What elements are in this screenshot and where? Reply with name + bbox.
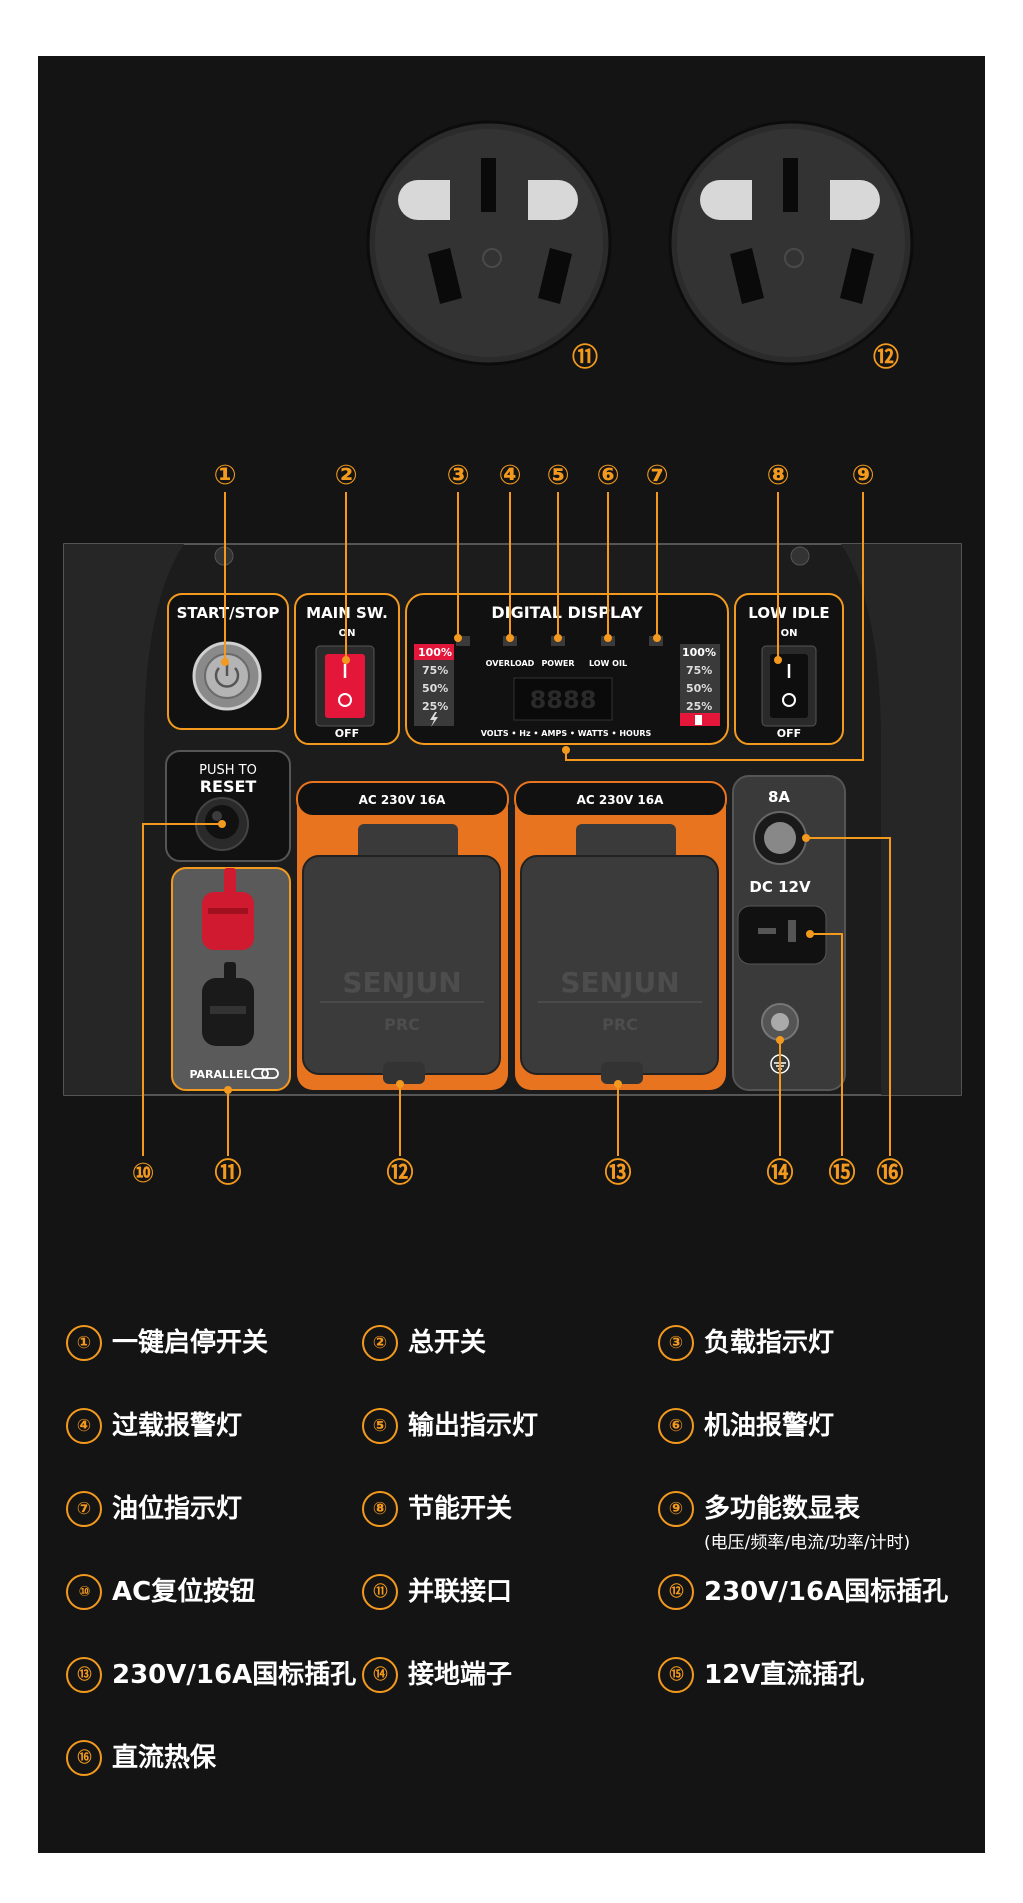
ac-socket-2-label: AC 230V 16A	[577, 793, 664, 807]
callout-top-11: ⑪	[572, 342, 598, 373]
push-to-label: PUSH TO	[199, 763, 257, 778]
callout-3: ③	[447, 460, 470, 491]
callout-4: ④	[499, 460, 522, 491]
svg-text:100%: 100%	[682, 646, 716, 659]
overload-label: OVERLOAD	[486, 659, 535, 668]
svg-text:50%: 50%	[422, 682, 448, 695]
low-idle-off: OFF	[777, 727, 801, 740]
low-idle-switch[interactable]	[761, 645, 817, 727]
svg-text:75%: 75%	[686, 664, 712, 677]
svg-text:50%: 50%	[686, 682, 712, 695]
start-stop-button[interactable]	[192, 641, 262, 711]
low-idle-label: LOW IDLE	[748, 604, 829, 622]
callout-6: ⑥	[597, 460, 620, 491]
power-label: POWER	[541, 659, 574, 668]
top-socket-2	[668, 120, 914, 366]
display-units: VOLTS • Hz • AMPS • WATTS • HOURS	[481, 729, 652, 738]
ground-terminal[interactable]	[761, 1003, 799, 1041]
start-stop-label: START/STOP	[177, 604, 280, 622]
cover-sub: PRC	[384, 1015, 420, 1034]
callout-2: ②	[335, 460, 358, 491]
fuel-pump-icon	[695, 715, 702, 725]
callout-top-12: ⑫	[873, 342, 899, 373]
leader-dots	[218, 634, 814, 1094]
callout-5: ⑤	[547, 460, 570, 491]
dc-label: DC 12V	[749, 878, 811, 896]
digital-display-label: DIGITAL DISPLAY	[491, 603, 643, 622]
reset-label: RESET	[200, 777, 257, 796]
svg-text:SENJUN: SENJUN	[560, 966, 679, 999]
callout-11: ⑪	[215, 1157, 242, 1189]
main-switch-off: OFF	[335, 727, 359, 740]
callout-leaders	[142, 492, 891, 1156]
fuel-level-indicator: 100% 75% 50% 25%	[680, 644, 720, 726]
callout-7: ⑦	[646, 460, 669, 491]
callout-9: ⑨	[852, 460, 875, 491]
ac-socket-1-label: AC 230V 16A	[359, 793, 446, 807]
parallel-label: PARALLEL	[189, 1068, 250, 1081]
low-oil-label: LOW OIL	[589, 659, 627, 668]
generator-panel-diagram: ⑪ ⑫ ① ② ③ ④ ⑤ ⑥ ⑦ ⑧ ⑨ START/STOP MAIN SW…	[63, 120, 962, 1189]
svg-text:25%: 25%	[686, 700, 712, 713]
breaker-label: 8A	[768, 788, 790, 806]
svg-text:75%: 75%	[422, 664, 448, 677]
load-led	[456, 636, 470, 646]
link-icon	[251, 1068, 279, 1079]
svg-text:PRC: PRC	[602, 1015, 638, 1034]
callout-1: ①	[214, 460, 237, 491]
callout-16: ⑯	[877, 1157, 904, 1189]
ac-socket-2-cover[interactable]: SENJUN PRC	[520, 824, 719, 1084]
load-level-indicator: 100% 75% 50% 25%	[414, 644, 454, 727]
callout-14: ⑭	[767, 1157, 794, 1189]
dc-breaker-button[interactable]	[753, 811, 807, 865]
product-panel: ⑪ ⑫ ① ② ③ ④ ⑤ ⑥ ⑦ ⑧ ⑨ START/STOP MAIN SW…	[38, 56, 985, 1853]
top-socket-1	[366, 120, 612, 366]
callout-12: ⑫	[387, 1157, 414, 1189]
lightning-icon	[430, 712, 438, 727]
parallel-port-black[interactable]	[202, 962, 254, 1046]
lcd-screen	[513, 677, 613, 721]
svg-text:25%: 25%	[422, 700, 448, 713]
callout-8: ⑧	[767, 460, 790, 491]
power-icon	[214, 667, 240, 688]
callout-15: ⑮	[829, 1157, 856, 1189]
callout-13: ⑬	[605, 1157, 632, 1189]
cover-brand: SENJUN	[342, 966, 461, 999]
svg-text:100%: 100%	[418, 646, 452, 659]
parallel-port-red[interactable]	[202, 868, 254, 950]
callout-10: ⑩	[132, 1158, 155, 1189]
lcd-readout: 8888	[530, 686, 597, 714]
low-idle-on: ON	[781, 628, 798, 639]
ac-socket-1-cover[interactable]: SENJUN PRC	[302, 824, 501, 1084]
